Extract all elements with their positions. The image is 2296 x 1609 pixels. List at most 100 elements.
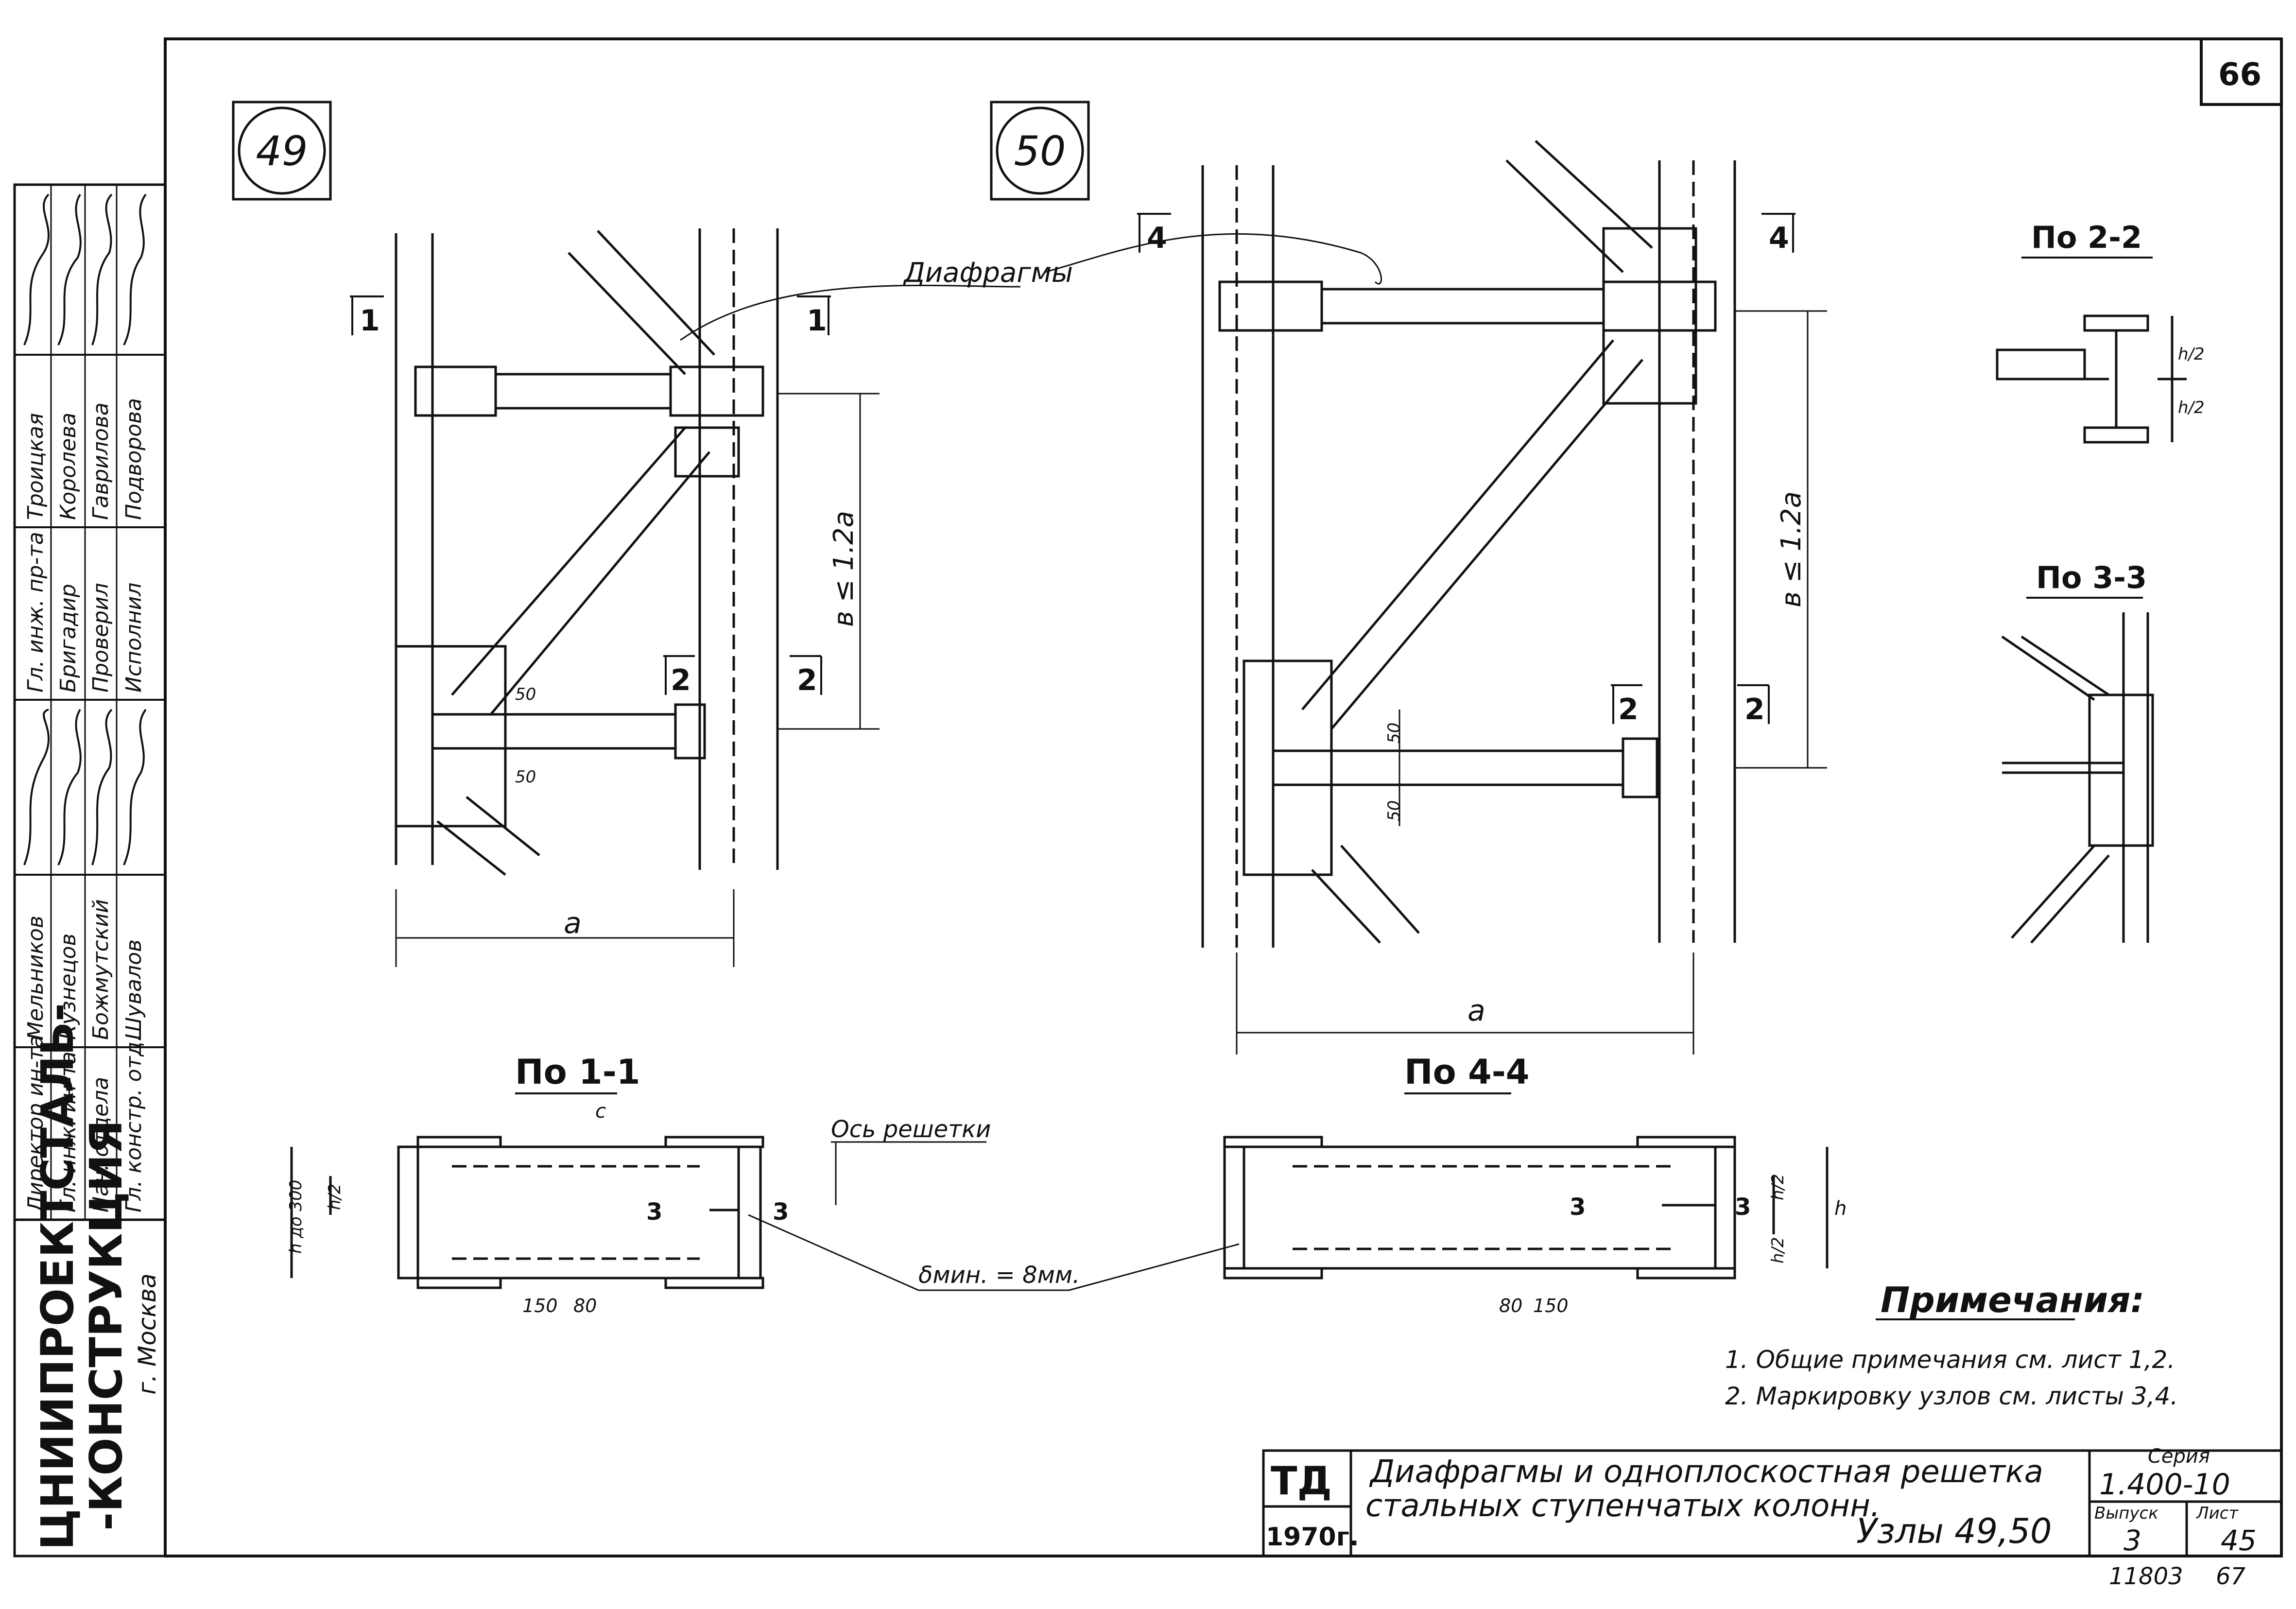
note-item: 2. Маркировку узлов см. листы 3,4. xyxy=(1725,1382,2178,1410)
section-mark-2: 2 xyxy=(1618,692,1639,727)
section-title-4-4: По 4-4 xyxy=(1404,1052,1530,1092)
section-mark-1: 1 xyxy=(360,304,380,338)
stamp-role: Проверил xyxy=(88,583,113,692)
section-mark-2: 2 xyxy=(1744,692,1765,727)
stamp-name: Гаврилова xyxy=(88,402,113,520)
org-line2: -КОНСТРУКЦИЯ xyxy=(80,1120,132,1531)
sheet-number-box xyxy=(2200,37,2283,106)
title-block xyxy=(1262,1449,2283,1557)
node-50-elevation xyxy=(1201,140,1736,948)
stamp-roles-1: Директор ин-та Гл. инж. ин-та Нач. отдел… xyxy=(23,1035,146,1213)
title-line-2: стальных ступенчатых колонн. xyxy=(1365,1488,1880,1524)
dim-150: 150 xyxy=(1533,1295,1569,1316)
stamp-role: Гл. инж. ин-та xyxy=(56,1052,81,1212)
bottom-number-left: 11803 xyxy=(2109,1563,2183,1590)
section-arrows-49 xyxy=(350,295,831,695)
stamp-name: Королева xyxy=(56,413,81,520)
callout-lattice-axis: Ось решетки xyxy=(831,1116,991,1143)
node-label-text: 49 xyxy=(256,127,308,175)
signature-scribbles xyxy=(23,193,147,865)
stamp-name: Мельников xyxy=(23,916,48,1040)
stamp-name: Троицкая xyxy=(23,413,48,520)
org-line1: ЦНИИПРОЕКТСТАЛЬ- xyxy=(32,1003,84,1550)
title-year: 1970г. xyxy=(1266,1522,1359,1552)
issue-value: 3 xyxy=(2123,1524,2141,1557)
section-4-4-drawing xyxy=(1223,1136,1829,1280)
section-mark-3: 3 xyxy=(773,1198,789,1226)
dim-150: 150 xyxy=(522,1295,558,1316)
dim-b: в ≤ 1.2а xyxy=(1776,491,1807,607)
section-mark-4: 4 xyxy=(1769,221,1789,255)
dim-b: в ≤ 1.2а xyxy=(828,511,860,627)
node-50-dims xyxy=(1236,310,1827,1055)
series-value: 1.400-10 xyxy=(2099,1468,2230,1502)
dim-a: а xyxy=(564,906,582,940)
dim-h300: h до 300 xyxy=(286,1180,306,1254)
note-item: 1. Общие примечания см. лист 1,2. xyxy=(1725,1346,2175,1374)
section-title-2-2: По 2-2 xyxy=(2031,220,2142,255)
section-mark-3: 3 xyxy=(1570,1194,1586,1221)
dim-50: 50 xyxy=(1384,800,1404,821)
section-mark-3: 3 xyxy=(646,1198,662,1226)
stamp-name: Божмутский xyxy=(88,899,113,1040)
stamp-name: Подворова xyxy=(121,398,146,520)
node-label-49: 49 xyxy=(232,101,332,201)
section-2-2-drawing xyxy=(1996,314,2187,444)
stamp-names-1: Мельников Кузнецов Божмутский Шувалов xyxy=(23,899,146,1040)
title-line-1: Диафрагмы и одноплоскостная решетка xyxy=(1369,1454,2043,1490)
section-mark-2: 2 xyxy=(671,663,691,697)
stamp-role: Бригадир xyxy=(56,584,81,692)
callout-leader xyxy=(1044,233,1382,285)
dim-50: 50 xyxy=(515,767,536,787)
section-3-3-drawing xyxy=(2001,612,2154,944)
stamp-names-2: Троицкая Королева Гаврилова Подворова xyxy=(23,398,146,520)
stamp-role: Гл. констр. отд. xyxy=(121,1035,146,1212)
section-mark-4: 4 xyxy=(1147,221,1167,255)
dim-50: 50 xyxy=(1384,723,1404,744)
stamp-name: Шувалов xyxy=(121,939,146,1040)
callout-leader xyxy=(680,284,1021,341)
left-stamp-frame xyxy=(13,183,167,1557)
title-nodes: Узлы 49,50 xyxy=(1856,1511,2052,1551)
org-city: г. Москва xyxy=(133,1273,161,1395)
node-label-50: 50 xyxy=(990,101,1090,201)
dim-h2: h/2 xyxy=(1768,1174,1788,1200)
node-label-text: 50 xyxy=(1014,127,1066,175)
dim-80: 80 xyxy=(1499,1295,1522,1316)
node-49-dims xyxy=(395,393,880,967)
stamp-role: Нач. отдела xyxy=(88,1077,113,1212)
issue-label: Выпуск xyxy=(2094,1504,2158,1523)
node-49-elevation xyxy=(395,228,779,876)
section-title-1-1: По 1-1 xyxy=(515,1052,640,1092)
callout-delta-min: δмин. = 8мм. xyxy=(918,1262,1080,1289)
section-mark-3: 3 xyxy=(1735,1194,1751,1221)
section-1-1-drawing xyxy=(290,1136,764,1289)
stamp-role: Исполнил xyxy=(121,583,146,692)
stamp-roles-2: Гл. инж. пр-та Бригадир Проверил Исполни… xyxy=(23,532,146,692)
dim-h: h xyxy=(1834,1197,1847,1220)
stamp-name: Кузнецов xyxy=(56,934,81,1040)
dim-50: 50 xyxy=(515,685,536,704)
dim-h2: h/2 xyxy=(1768,1237,1788,1263)
dim-h2: h/2 xyxy=(2178,398,2205,417)
notes-title: Примечания: xyxy=(1881,1280,2144,1320)
section-mark-1: 1 xyxy=(807,304,827,338)
dim-h2: h/2 xyxy=(325,1183,345,1210)
sheet-label: Лист xyxy=(2195,1504,2239,1523)
bottom-number-right: 67 xyxy=(2216,1563,2246,1590)
sheet-frame xyxy=(164,37,2283,1557)
section-mark-2: 2 xyxy=(797,663,817,697)
dim-80: 80 xyxy=(573,1295,597,1316)
dim-a: а xyxy=(1467,994,1485,1028)
title-code: ТД xyxy=(1271,1458,1332,1504)
series-label: Серия xyxy=(2148,1445,2210,1468)
section-arrows-50 xyxy=(1137,213,1795,724)
stamp-role: Гл. инж. пр-та xyxy=(23,532,48,692)
stamp-role: Директор ин-та xyxy=(23,1035,48,1213)
callout-c: с xyxy=(595,1100,606,1123)
section-title-3-3: По 3-3 xyxy=(2036,560,2147,595)
dim-h2: h/2 xyxy=(2178,345,2205,364)
sheet-number: 66 xyxy=(2218,57,2261,93)
sheet-value: 45 xyxy=(2221,1524,2257,1557)
